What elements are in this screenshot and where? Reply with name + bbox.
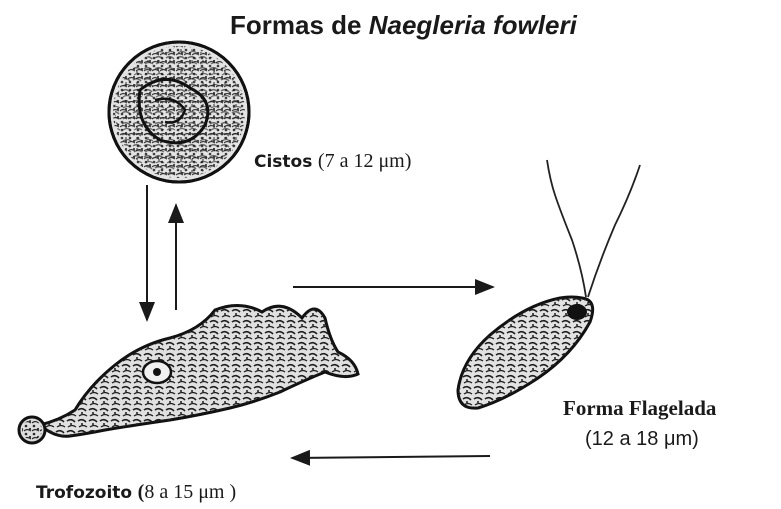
cyst-trophozoite-arrows	[147, 185, 176, 320]
trophozoite-illustration	[19, 305, 358, 443]
trophozoite-size: 8 a 15 μm )	[144, 481, 236, 503]
trophozoite-name: Trofozoito	[36, 483, 132, 503]
cyst-size: (7 a 12 μm)	[318, 150, 411, 172]
title-species: Naegleria fowleri	[369, 10, 577, 40]
title-prefix: Formas de	[230, 10, 369, 40]
flagellate-name: Forma Flagelada	[563, 396, 716, 421]
trophozoite-label: Trofozoito (8 a 15 μm )	[36, 481, 236, 504]
flagellate-size: (12 a 18 μm)	[585, 428, 699, 451]
cyst-label: Cistos (7 a 12 μm)	[254, 150, 411, 173]
cyst-illustration	[109, 42, 249, 182]
cyst-name: Cistos	[254, 152, 312, 172]
diagram-title: Formas de Naegleria fowleri	[230, 10, 577, 41]
flagellate-illustration	[458, 160, 640, 408]
